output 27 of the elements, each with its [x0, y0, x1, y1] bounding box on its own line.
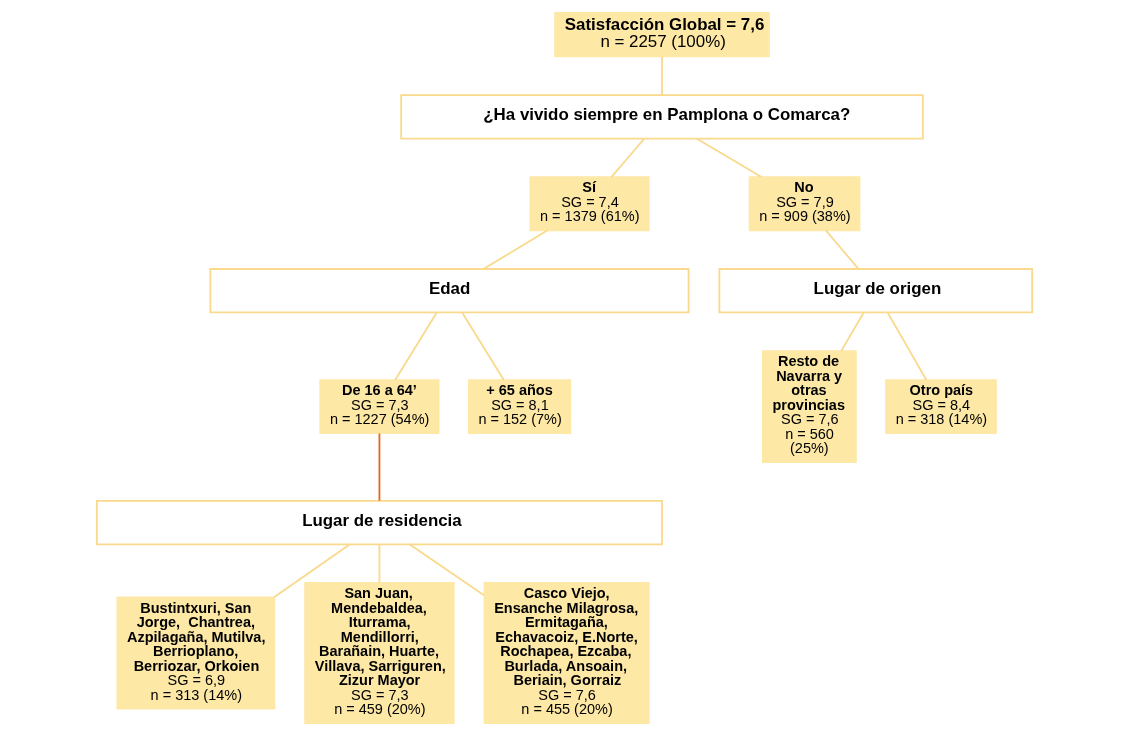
- node-box: Sí SG = 7,4 n = 1379 (61%): [528, 176, 650, 232]
- node-box: Satisfacción Global = 7,6 n = 2257 (100%): [553, 12, 770, 58]
- connector: [393, 311, 438, 381]
- connector: [695, 137, 762, 178]
- node-box: + 65 años SG = 8,1 n = 152 (7%): [467, 379, 571, 435]
- node-box: De 16 a 64’ SG = 7,3 n = 1227 (54%): [318, 379, 439, 435]
- node-box: No SG = 7,9 n = 909 (38%): [748, 176, 860, 232]
- node-box: Lugar de residencia: [95, 499, 663, 546]
- connector: [378, 543, 380, 584]
- connector: [886, 311, 927, 381]
- connector: [610, 138, 645, 178]
- connector: [482, 229, 548, 270]
- connector: [660, 55, 663, 96]
- node-box: San Juan, Mendebaldea, Iturrama, Mendillorri, Barañain, Huarte, Villava, Sarriguren, Zizur Mayor SG = 7,3 n = 459 (20%): [303, 582, 455, 724]
- node-box: Lugar de origen: [717, 268, 1033, 314]
- connector: [839, 311, 864, 352]
- connector: [408, 543, 485, 597]
- node-box: ¿Ha vivido siempre en Pamplona o Comarca?: [399, 94, 924, 140]
- node-box: Edad: [208, 268, 689, 314]
- connector: [378, 432, 380, 502]
- connector: [272, 543, 351, 599]
- node-box: Casco Viejo, Ensanche Milagrosa, Ermitagaña, Echavacoiz, E.Norte, Rochapea, Ezcaba, Burlada, Ansoain, Beriain, Gorraiz SG = 7,6 n = 455 (20%): [483, 582, 650, 724]
- connector: [824, 229, 859, 270]
- node-box: Resto de Navarra y otras provincias SG = 7,6 n = 560 (25%): [761, 350, 857, 464]
- node-box: Otro país SG = 8,4 n = 318 (14%): [884, 379, 997, 435]
- node-box: Bustintxuri, San Jorge, Chantrea, Azpilagaña, Mutilva, Berrioplano, Berriozar, Orkoien SG = 6,9 n = 313 (14%): [115, 596, 275, 710]
- connector: [460, 311, 505, 381]
